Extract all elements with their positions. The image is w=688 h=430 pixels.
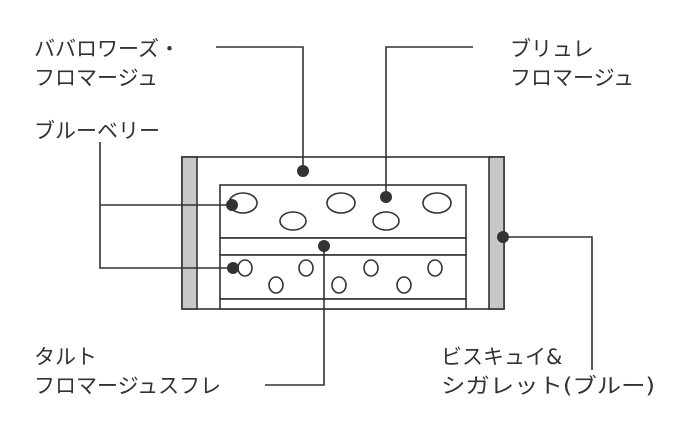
blueberry-ellipse [237,259,253,277]
dot-blueberry-upper [226,199,238,211]
leader-brulee [385,46,473,197]
dot-tart [318,240,330,252]
lower-blueberries [237,259,443,294]
blueberry-ellipse [363,259,379,277]
left-biscuit-wall [181,156,198,310]
label-bavarois-line1: ババロワーズ・ [34,37,180,61]
blueberry-ellipse [326,192,356,214]
blueberry-ellipse [372,211,400,231]
blueberry-ellipse [396,276,412,294]
label-brulee-line2: フロマージュ [510,66,634,90]
label-tart-line2: フロマージュスフレ [34,374,221,398]
label-blueberry: ブルーベリー [34,119,160,143]
label-biscuit-line2: シガレット(ブルー) [441,374,655,398]
label-tart-line1: タルト [34,345,97,369]
blueberry-ellipse [331,276,347,294]
leader-biscuit [503,236,593,370]
blueberry-ellipse [298,259,314,277]
blueberry-ellipse [279,211,307,231]
label-bavarois-line2: フロマージュ [34,66,158,90]
blueberry-ellipse [268,276,284,294]
dot-blueberry-lower [227,262,239,274]
upper-blueberries [228,192,452,231]
tart-base-layer [219,298,467,310]
dot-bavarois [297,165,309,177]
dot-brulee [380,191,392,203]
leader-tart [265,246,325,386]
leader-blueberry-lower [99,205,233,269]
blueberry-ellipse [427,259,443,277]
label-biscuit-line1: ビスキュイ& [441,345,562,369]
label-brulee-line1: ブリュレ [510,37,594,61]
blueberry-ellipse [422,192,452,214]
leader-bavarois [216,46,304,171]
dot-biscuit [497,231,509,243]
middle-layer [219,237,467,256]
